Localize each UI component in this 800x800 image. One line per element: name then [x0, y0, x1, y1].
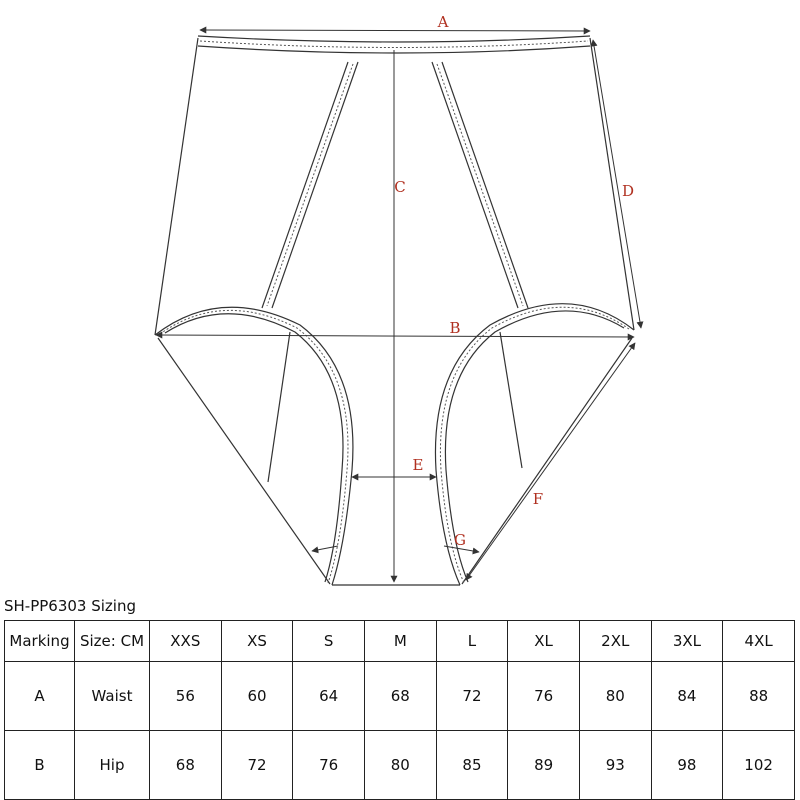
table-cell: 84	[650, 661, 724, 731]
right-lace-panel-outer	[431, 61, 519, 309]
garment-measurement-diagram: A B C D E F G	[154, 13, 644, 586]
table-cell: 68	[149, 730, 222, 800]
table-cell: 98	[650, 730, 724, 800]
table-cell: 80	[363, 730, 437, 800]
dimension-g-left-line	[311, 545, 339, 554]
header-cell-s: S	[292, 620, 365, 662]
header-cell-xxs: XXS	[149, 620, 222, 662]
table-cell: B	[4, 730, 75, 800]
table-cell: 68	[363, 661, 437, 731]
right-back-seam	[499, 331, 523, 469]
right-leg-opening-inner	[444, 310, 625, 583]
left-back-seam	[267, 331, 291, 483]
table-cell: 64	[292, 661, 365, 731]
table-cell: 76	[507, 661, 580, 731]
table-cell: 76	[292, 730, 365, 800]
table-cell: 60	[220, 661, 294, 731]
header-cell-2xl: 2XL	[578, 620, 652, 662]
header-cell-3xl: 3XL	[650, 620, 724, 662]
table-cell: 72	[220, 730, 294, 800]
sizing-caption: SH-PP6303 Sizing	[4, 597, 137, 615]
dimension-c-label: C	[394, 178, 405, 196]
dimension-labels: A B C D E F G	[394, 13, 634, 549]
right-lace-panel-inner	[441, 61, 529, 309]
dimension-b-line	[155, 331, 635, 341]
waist-band-lower-edge	[197, 45, 591, 54]
table-cell: 89	[507, 730, 580, 800]
header-cell-l: L	[435, 620, 509, 662]
table-cell: Hip	[74, 730, 150, 800]
header-cell-xs: XS	[220, 620, 294, 662]
dimension-e-label: E	[413, 456, 424, 474]
table-header-row: Marking Size: CM XXS XS S M L XL 2XL 3XL…	[4, 620, 795, 662]
table-cell: Waist	[74, 661, 150, 731]
dimension-g-line	[443, 545, 480, 555]
left-lace-panel-outer	[261, 61, 349, 309]
dimension-a-line	[199, 26, 591, 35]
table-cell: A	[4, 661, 75, 731]
header-cell-marking: Marking	[4, 620, 75, 662]
dimension-f-label: F	[533, 490, 543, 508]
table-cell: 72	[435, 661, 509, 731]
table-cell: 85	[435, 730, 509, 800]
table-cell: 80	[578, 661, 652, 731]
left-leg-opening-inner	[164, 313, 344, 583]
dimension-d-label: D	[622, 182, 634, 200]
table-cell: 93	[578, 730, 652, 800]
lace-trim-stitching	[159, 40, 630, 584]
header-cell-xl: XL	[507, 620, 580, 662]
left-gusset-line	[157, 337, 331, 585]
right-leg-opening-outer	[434, 303, 635, 586]
dimension-g-label: G	[454, 531, 466, 549]
dimension-b-label: B	[449, 319, 460, 337]
dimension-f-line	[465, 342, 636, 581]
left-lace-panel-inner	[271, 61, 359, 309]
header-cell-size-cm: Size: CM	[74, 620, 150, 662]
table-cell: 102	[722, 730, 795, 800]
left-leg-opening-outer	[154, 306, 354, 586]
sizing-table: Marking Size: CM XXS XS S M L XL 2XL 3XL…	[4, 620, 795, 800]
table-cell: 56	[149, 661, 222, 731]
waist-top-edge	[197, 35, 591, 43]
left-side-seam	[154, 37, 199, 336]
table-row-waist: A Waist 56 60 64 68 72 76 80 84 88	[4, 661, 795, 731]
garment-outline	[154, 35, 635, 586]
dimension-a-label: A	[437, 13, 449, 31]
dimension-d-line	[590, 39, 644, 329]
header-cell-m: M	[363, 620, 437, 662]
dimension-lines	[155, 26, 644, 583]
table-cell: 88	[722, 661, 795, 731]
header-cell-4xl: 4XL	[722, 620, 795, 662]
right-gusset-line	[461, 337, 633, 585]
table-row-hip: B Hip 68 72 76 80 85 89 93 98 102	[4, 730, 795, 800]
